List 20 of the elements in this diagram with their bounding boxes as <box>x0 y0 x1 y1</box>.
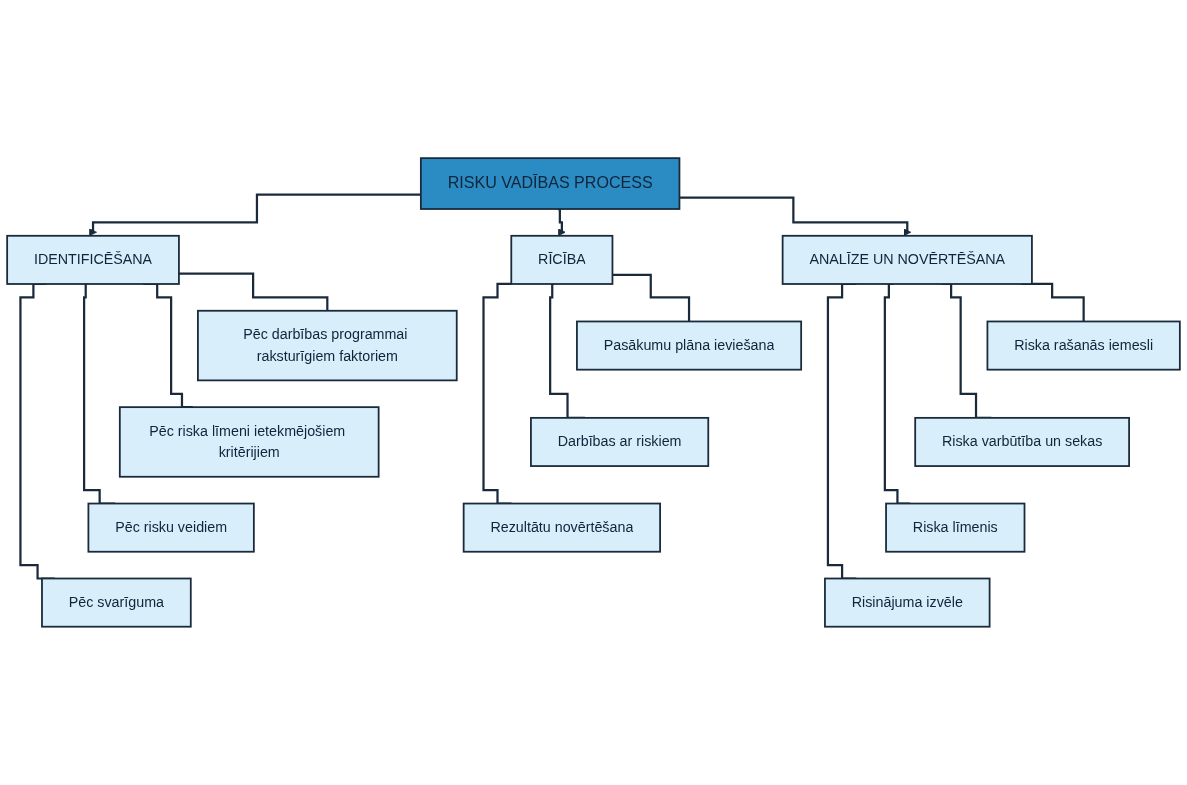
node-box: Riska līmenis <box>885 502 1026 553</box>
node-box: Riska rašanās iemesli <box>986 320 1181 371</box>
node-box: Darbības ar riskiem <box>530 417 710 468</box>
connector <box>482 282 512 505</box>
node-box: IDENTIFICĒŠANA <box>6 234 180 285</box>
node-box: RISKU VADĪBAS PROCESS <box>419 157 681 210</box>
node-box: ANALĪZE UN NOVĒRTĒŠANA <box>781 234 1033 285</box>
node-box: Pasākumu plāna ieviešana <box>576 320 803 371</box>
node-box: Pēc darbības programmai raksturīgiem faktoriem <box>197 309 458 382</box>
arrow <box>89 193 421 237</box>
node-box: Risinājuma izvēle <box>824 577 991 628</box>
node-box: Rezultātu novērtēšana <box>462 502 661 553</box>
node-box: Pēc risku veidiem <box>87 502 255 553</box>
node-box: Pēc svarīguma <box>41 577 192 628</box>
node-box: Pēc riska līmeni ietekmējošiem kritērijiem <box>118 406 380 478</box>
connector <box>178 272 329 312</box>
connector <box>612 273 691 323</box>
node-box: Riska varbūtība un sekas <box>914 417 1130 468</box>
arrow <box>679 196 912 237</box>
node-box: RĪCĪBA <box>510 234 614 285</box>
